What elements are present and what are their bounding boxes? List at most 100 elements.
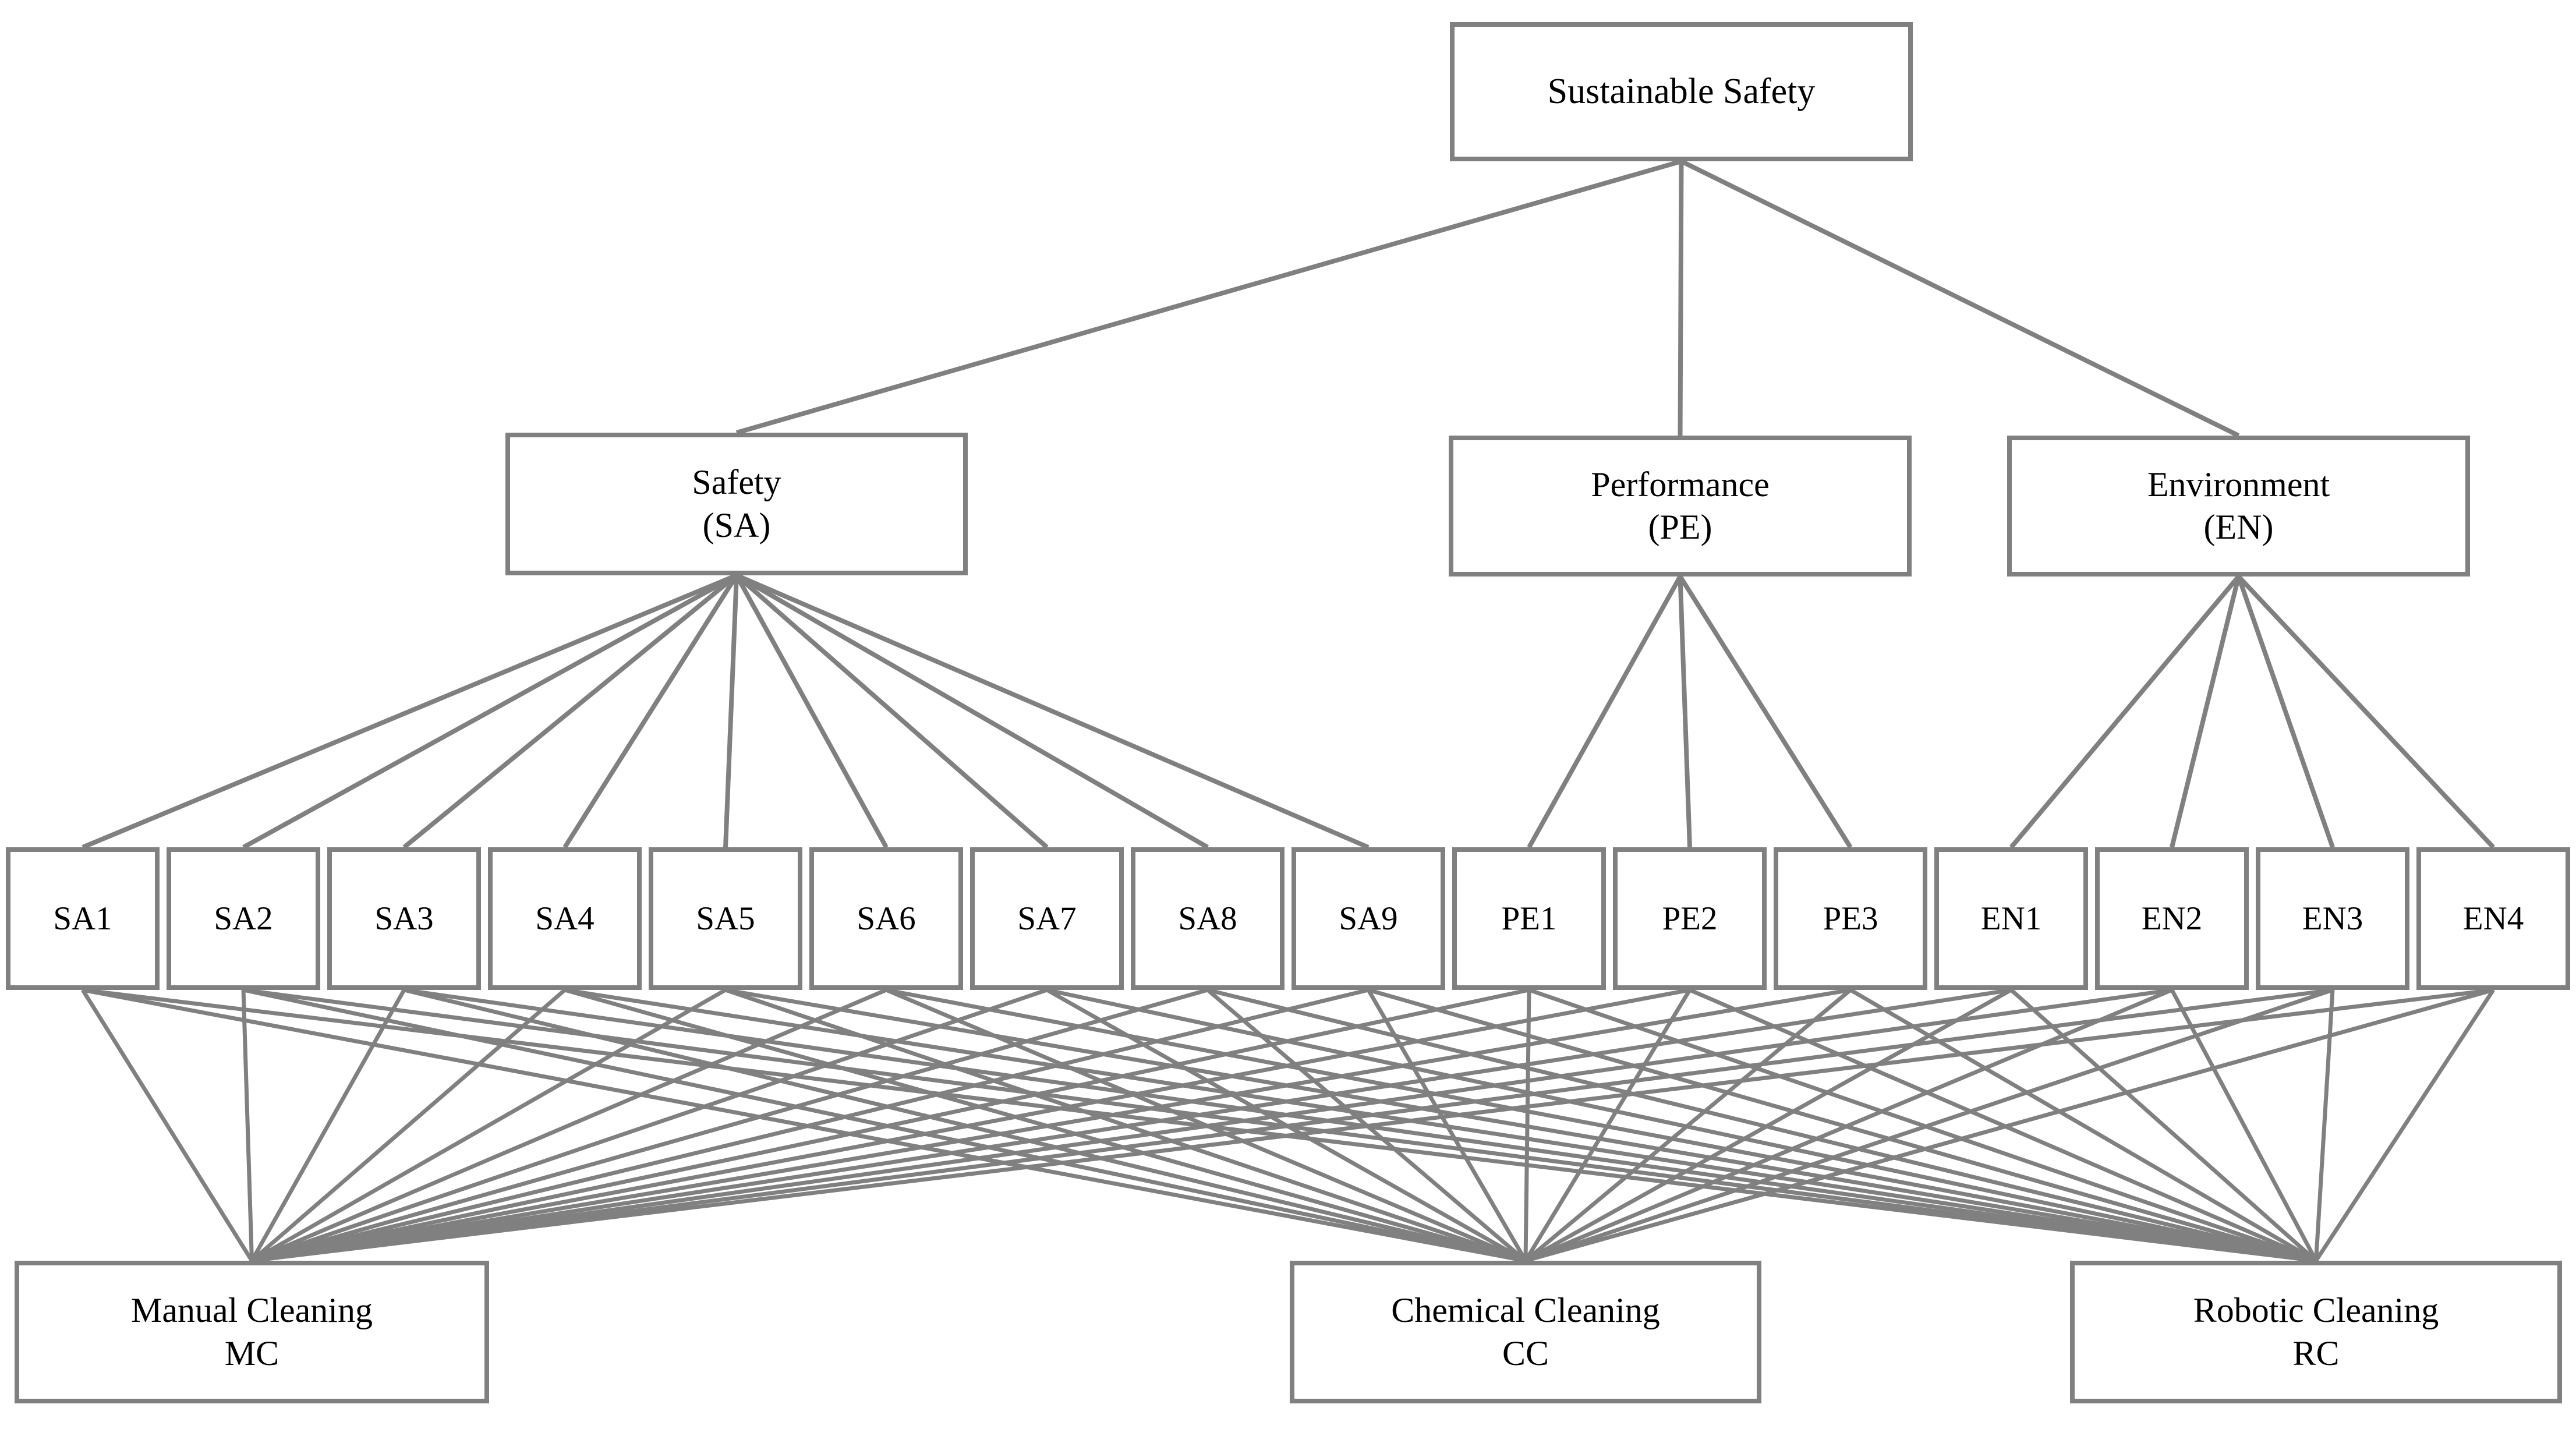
connector-sa9-to-cc [1366, 989, 1528, 1262]
connector-sa5-to-rc [725, 988, 2317, 1263]
criteria-node-pe[interactable]: Performance (PE) [1449, 436, 1912, 576]
connector-sa3-to-rc [404, 988, 2316, 1263]
subcriteria-node-en1[interactable]: EN1 [1934, 847, 2088, 990]
connector-sa1-to-rc [82, 988, 2316, 1263]
subcriteria-node-sa7[interactable]: SA7 [970, 847, 1124, 990]
subcriteria-node-sa8-label-line1: SA8 [1178, 900, 1237, 937]
subcriteria-node-sa5-label-line1: SA5 [696, 900, 755, 937]
criteria-node-en-label-line1: Environment [2147, 465, 2330, 504]
subcriteria-node-sa2[interactable]: SA2 [167, 847, 320, 990]
subcriteria-node-en3[interactable]: EN3 [2256, 847, 2409, 990]
subcriteria-node-sa6[interactable]: SA6 [809, 847, 963, 990]
connector-sa1-to-mc [81, 989, 254, 1262]
connector-goal-to-sa [735, 159, 1682, 435]
subcriteria-node-sa7-label-line1: SA7 [1017, 900, 1077, 937]
connector-sa2-to-cc [243, 988, 1526, 1263]
subcriteria-node-en2[interactable]: EN2 [2095, 847, 2249, 990]
connector-sa6-to-cc [885, 988, 1527, 1263]
connector-pe-to-pe3 [1678, 575, 1853, 849]
connector-sa-to-sa1 [82, 573, 738, 850]
criteria-node-sa-label-line2: (SA) [702, 505, 771, 544]
connector-en-to-en1 [2009, 575, 2241, 849]
connector-en2-to-cc [1524, 988, 2173, 1263]
connector-sa7-to-rc [1046, 988, 2317, 1263]
connector-en3-to-mc [252, 988, 2333, 1263]
subcriteria-node-sa4[interactable]: SA4 [488, 847, 642, 990]
connector-pe2-to-rc [1689, 988, 2317, 1263]
criteria-node-en[interactable]: Environment (EN) [2007, 436, 2470, 576]
alternative-node-cc-label-line2: CC [1502, 1334, 1549, 1373]
connector-sa8-to-rc [1207, 988, 2317, 1263]
connector-sa-to-sa4 [562, 574, 739, 849]
subcriteria-node-en4-label-line1: EN4 [2462, 900, 2524, 937]
connector-pe-to-pe1 [1527, 575, 1682, 848]
subcriteria-node-sa3[interactable]: SA3 [327, 847, 481, 990]
connector-sa-to-sa2 [242, 573, 738, 850]
subcriteria-node-pe1-label-line1: PE1 [1501, 900, 1557, 937]
connector-sa9-to-mc [251, 988, 1369, 1263]
connector-sa1-to-cc [82, 988, 1526, 1263]
connector-en1-to-mc [251, 988, 2012, 1263]
connector-sa2-to-mc [241, 989, 254, 1261]
connector-pe3-to-cc [1524, 988, 1852, 1262]
connector-sa4-to-rc [564, 988, 2317, 1263]
connector-en1-to-rc [2009, 988, 2317, 1262]
connector-pe2-to-cc [1524, 989, 1692, 1262]
subcriteria-node-sa1[interactable]: SA1 [6, 847, 160, 990]
alternative-node-mc-label-line1: Manual Cleaning [131, 1291, 373, 1330]
connector-en3-to-cc [1524, 988, 2334, 1263]
connector-en-to-en3 [2236, 575, 2335, 848]
connector-sa6-to-rc [886, 988, 2317, 1263]
subcriteria-node-pe3-label-line1: PE3 [1823, 900, 1878, 937]
subcriteria-node-en1-label-line1: EN1 [1980, 900, 2042, 937]
connector-pe1-to-cc [1523, 989, 1531, 1261]
connector-en3-to-rc [2314, 989, 2335, 1261]
subcriteria-node-sa9-label-line1: SA9 [1339, 900, 1398, 937]
connector-pe-to-pe2 [1678, 576, 1692, 848]
alternative-node-mc-label-line2: MC [224, 1334, 279, 1373]
connector-pe2-to-mc [251, 988, 1690, 1263]
subcriteria-node-sa3-label-line1: SA3 [374, 900, 434, 937]
criteria-node-en-label-line2: (EN) [2203, 508, 2274, 546]
connector-sa3-to-cc [404, 988, 1526, 1263]
alternative-node-rc-label-line1: Robotic Cleaning [2193, 1291, 2439, 1330]
subcriteria-node-sa1-label-line1: SA1 [53, 900, 112, 937]
connector-en4-to-mc [252, 988, 2494, 1263]
subcriteria-node-sa8[interactable]: SA8 [1131, 847, 1285, 990]
subcriteria-node-sa5[interactable]: SA5 [649, 847, 802, 990]
connector-sa6-to-mc [251, 988, 887, 1263]
connector-en-to-en4 [2237, 575, 2495, 849]
connector-en4-to-cc [1525, 988, 2494, 1263]
connector-en1-to-cc [1524, 988, 2012, 1263]
goal-node-sustainable-safety-label-line1: Sustainable Safety [1547, 71, 1816, 111]
criteria-node-sa-label-line1: Safety [692, 463, 781, 502]
subcriteria-node-sa9[interactable]: SA9 [1291, 847, 1445, 990]
connector-sa-to-sa7 [735, 573, 1049, 850]
criteria-node-pe-label-line1: Performance [1591, 465, 1770, 504]
subcriteria-node-en4[interactable]: EN4 [2416, 847, 2570, 990]
criteria-node-pe-label-line2: (PE) [1648, 508, 1712, 546]
connector-sa9-to-rc [1368, 988, 2317, 1263]
connector-goal-to-pe [1678, 161, 1684, 436]
connector-sa8-to-mc [251, 988, 1208, 1263]
connector-sa7-to-mc [251, 988, 1048, 1263]
connector-pe3-to-rc [1849, 988, 2317, 1263]
connector-sa4-to-mc [250, 988, 567, 1262]
subcriteria-node-sa4-label-line1: SA4 [535, 900, 595, 937]
subcriteria-node-pe1[interactable]: PE1 [1452, 847, 1606, 990]
connector-sa7-to-cc [1046, 988, 1527, 1263]
connector-en2-to-rc [2170, 989, 2318, 1262]
subcriteria-node-sa6-label-line1: SA6 [857, 900, 916, 937]
connector-sa-to-sa3 [402, 573, 738, 850]
connector-sa5-to-mc [250, 988, 727, 1263]
subcriteria-node-en2-label-line1: EN2 [2141, 900, 2203, 937]
goal-node-sustainable-safety[interactable]: Sustainable Safety [1450, 22, 1913, 161]
subcriteria-node-pe3[interactable]: PE3 [1774, 847, 1927, 990]
connector-pe1-to-rc [1528, 988, 2317, 1263]
connector-sa-to-sa6 [734, 574, 889, 848]
criteria-node-sa[interactable]: Safety(SA) [505, 433, 968, 575]
subcriteria-node-pe2[interactable]: PE2 [1613, 847, 1767, 990]
